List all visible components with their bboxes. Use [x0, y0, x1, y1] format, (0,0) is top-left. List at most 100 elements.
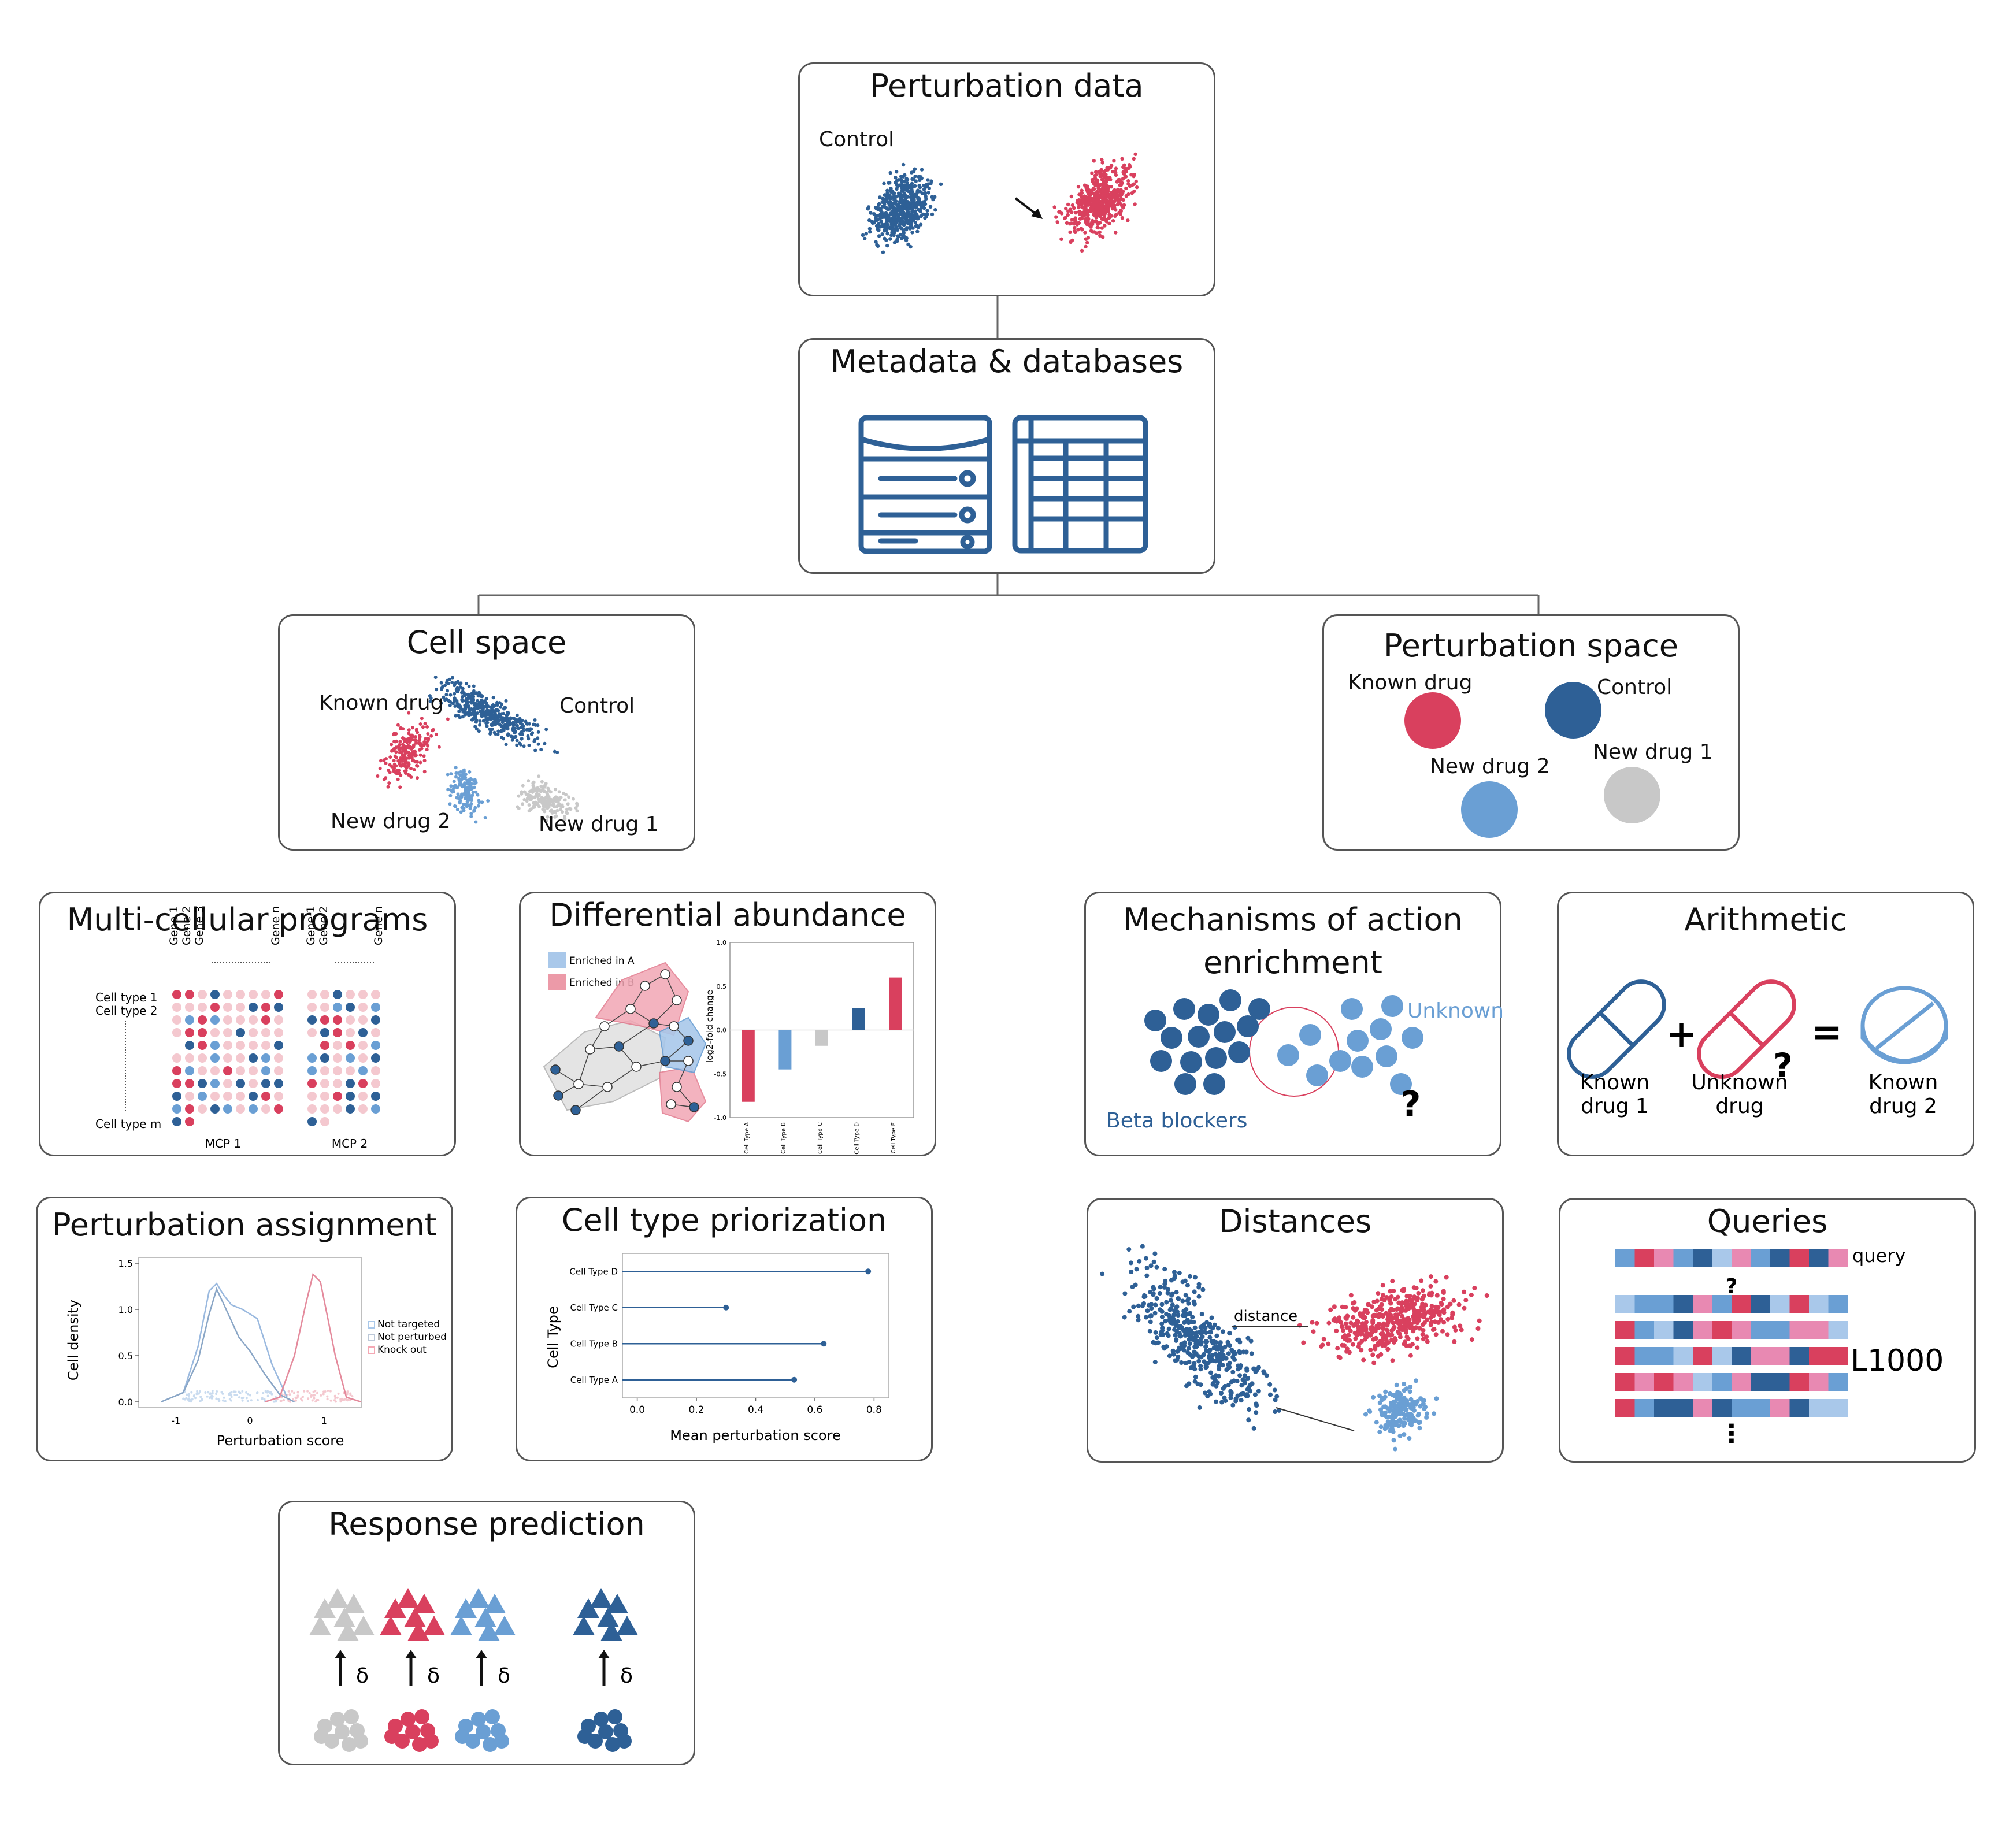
score-point [201, 1398, 203, 1401]
mcp-dot [249, 1053, 258, 1063]
unknown-dot [1381, 995, 1403, 1017]
cell-point [1202, 1359, 1207, 1364]
known-drug-cell-point [397, 748, 401, 752]
cell-point [1122, 1291, 1128, 1296]
cell-point [1414, 1378, 1418, 1383]
cell-point [1170, 1291, 1175, 1296]
new-drug-1-cell-point [557, 802, 561, 806]
cell-point [1154, 1335, 1159, 1341]
new-drug-1-cell-point [552, 804, 556, 808]
perturbed-cell-point [1096, 222, 1100, 226]
cell-point [1415, 1309, 1420, 1314]
control-cell-point [466, 696, 470, 700]
cell-point [1226, 1342, 1231, 1348]
signature-cell [1693, 1347, 1712, 1365]
perturbed-cell-point [1093, 203, 1098, 207]
control-cell-point [902, 233, 906, 238]
control-cell-point [895, 187, 899, 191]
cell-point [1339, 1324, 1344, 1329]
control-cell-point [498, 715, 502, 719]
cell-point [1212, 1322, 1217, 1327]
perturbed-cell-point [1104, 198, 1108, 202]
cell-point [1247, 1407, 1252, 1412]
new-drug-2-cell-point [446, 773, 450, 777]
da-category-label: Cell Type C [817, 1122, 824, 1154]
cell-point [1416, 1290, 1421, 1296]
delta-label: δ [620, 1664, 633, 1688]
cell-point [1136, 1318, 1141, 1323]
known-drug-cell-point [394, 750, 398, 754]
cell-point [1402, 1339, 1407, 1345]
score-point [310, 1394, 313, 1397]
cell-point [1159, 1309, 1165, 1314]
cell-point [1434, 1293, 1440, 1298]
control-cell-point [904, 236, 909, 240]
signature-cell [1809, 1249, 1829, 1267]
cell-point [1176, 1354, 1181, 1359]
score-point [314, 1390, 317, 1393]
mcp-dot [172, 1079, 181, 1088]
control-cell-point [888, 195, 892, 200]
response-triangle [413, 1594, 435, 1613]
gene-label: Gene 2 [180, 906, 193, 945]
cell-point [1419, 1278, 1424, 1283]
known-drug-cell-point [406, 738, 410, 742]
known-drug-cell-point [407, 744, 411, 748]
control-cell-point [536, 730, 540, 734]
da-category-label: Cell Type E [891, 1122, 897, 1153]
cell-point [1351, 1306, 1356, 1311]
control-cell-point [939, 182, 943, 186]
cell-point [1237, 1339, 1243, 1345]
score-point [209, 1392, 212, 1395]
cell-point [1153, 1341, 1158, 1346]
cell-point [1221, 1386, 1226, 1391]
known-drug-cell-point [423, 737, 427, 741]
perturbed-cell-point [1087, 188, 1091, 192]
control-cell-point [494, 717, 498, 721]
score-point [196, 1390, 199, 1393]
graph-node [631, 1062, 642, 1072]
cell-point [1390, 1278, 1395, 1283]
control-cell-point [448, 700, 453, 704]
control-cell-point [450, 681, 454, 685]
cell-point [1458, 1323, 1463, 1329]
control-cell-point [909, 214, 914, 218]
cell-point [1209, 1339, 1214, 1344]
control-cell-point [472, 695, 476, 699]
control-cell-point [930, 195, 934, 199]
cell-point [1417, 1420, 1422, 1426]
control-cell-point [930, 212, 935, 217]
da-ytick-label: 0.0 [717, 1027, 727, 1034]
response-triangle [353, 1616, 375, 1635]
mcp-dot [358, 1104, 368, 1114]
cell-point [1407, 1436, 1412, 1441]
signature-cell [1809, 1321, 1829, 1339]
cell-point [1232, 1357, 1237, 1362]
ctp-ylabel: Cell Type [545, 1306, 561, 1368]
mcp-dot [307, 1092, 317, 1101]
graph-node [683, 1036, 694, 1046]
score-point [295, 1399, 297, 1402]
queries-title: Queries [1707, 1203, 1828, 1240]
cell-type-label: Cell type 1 [95, 990, 158, 1004]
cell-point [1388, 1301, 1393, 1306]
signature-cell [1732, 1295, 1751, 1313]
graph-node [550, 1064, 561, 1075]
cell-point [1230, 1370, 1236, 1375]
cell-point [1346, 1333, 1351, 1338]
control-cell-point [864, 232, 868, 236]
mcp-dot [261, 1015, 270, 1025]
control-cell-point [479, 710, 483, 714]
control-cell-point [925, 209, 929, 213]
score-point [316, 1391, 318, 1394]
perturbed-cell-point [1113, 196, 1118, 201]
cell-point [1187, 1381, 1192, 1386]
mcp-dot [333, 990, 342, 999]
control-cell-point [491, 704, 495, 708]
control-cell-point [926, 191, 930, 195]
control-cell-point [888, 205, 892, 209]
cell-point [1336, 1355, 1341, 1359]
cell-point [1378, 1304, 1383, 1309]
perturbed-cell-point [1055, 220, 1059, 224]
